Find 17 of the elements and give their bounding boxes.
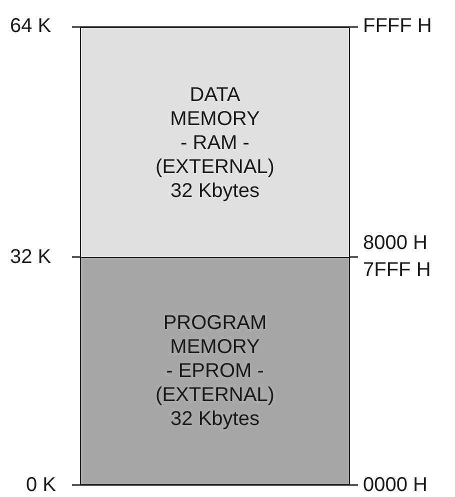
address-label: 32 K [10, 245, 52, 269]
address-label: FFFF H [363, 14, 432, 38]
address-label: 64 K [10, 14, 52, 38]
memory-block [80, 27, 350, 258]
address-label: 8000 H [363, 231, 428, 255]
address-label: 0000 H [363, 473, 428, 497]
memory-detail: - EPROM - [166, 359, 264, 383]
memory-title: DATA MEMORY [170, 82, 260, 130]
address-label: 0 K [26, 473, 56, 497]
memory-title: PROGRAM MEMORY [163, 311, 267, 359]
memory-block [80, 257, 350, 485]
memory-detail: (EXTERNAL) [156, 383, 274, 407]
memory-detail: - RAM - [180, 130, 250, 154]
address-label: 7FFF H [363, 258, 431, 282]
memory-detail: 32 Kbytes [170, 178, 260, 202]
memory-detail: 32 Kbytes [170, 407, 260, 431]
memory-detail: (EXTERNAL) [156, 154, 274, 178]
